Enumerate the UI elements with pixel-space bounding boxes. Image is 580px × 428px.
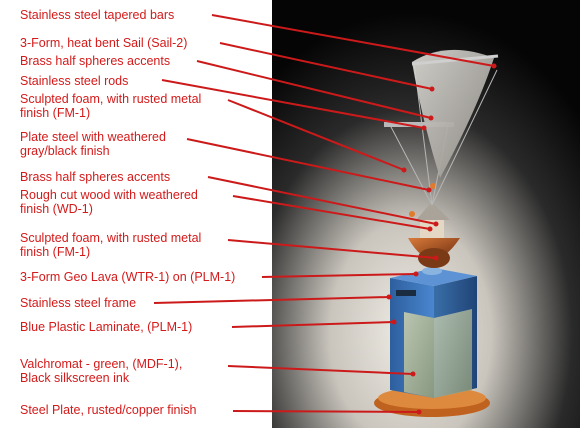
valchromat-panel-side	[434, 309, 472, 398]
label-foam-2-line-1: Sculpted foam, with rusted metal	[20, 231, 202, 245]
label-tapered-bars-line-1: Stainless steel tapered bars	[20, 8, 175, 22]
leader-line-rods	[161, 79, 425, 129]
label-valchromat: Valchromat - green, (MDF-1),Black silksc…	[20, 357, 182, 385]
brass-accent-high	[430, 183, 436, 189]
valchromat-panel-front	[404, 312, 434, 398]
label-sail: 3-Form, heat bent Sail (Sail-2)	[20, 36, 187, 50]
label-foam-1-line-2: finish (FM-1)	[20, 106, 91, 120]
label-brass-2: Brass half spheres accents	[20, 170, 170, 184]
label-geo-lava: 3-Form Geo Lava (WTR-1) on (PLM-1)	[20, 270, 235, 284]
leader-line-wood	[232, 195, 431, 230]
leader-dot-tapered-bars	[491, 63, 497, 69]
rod-3	[431, 69, 498, 206]
label-geo-lava-line-1: 3-Form Geo Lava (WTR-1) on (PLM-1)	[20, 270, 236, 284]
leader-line-tapered-bars	[211, 14, 495, 67]
leader-dot-wood	[427, 226, 433, 232]
house-roof	[416, 202, 450, 220]
label-sail-line-1: 3-Form, heat bent Sail (Sail-2)	[20, 36, 188, 50]
leader-dot-steel-plate	[416, 409, 422, 415]
label-wood-line-2: finish (WD-1)	[20, 202, 93, 216]
label-frame-line-1: Stainless steel frame	[20, 296, 137, 310]
label-steel-plate-line-1: Steel Plate, rusted/copper finish	[20, 403, 197, 417]
label-frame: Stainless steel frame	[20, 296, 136, 310]
leader-line-plate-steel	[186, 138, 430, 191]
rod-1	[389, 124, 433, 206]
leader-line-steel-plate	[232, 410, 420, 413]
leader-line-brass-2	[207, 176, 437, 225]
leader-dot-foam-2	[433, 255, 439, 261]
sail	[412, 49, 494, 179]
label-tapered-bars: Stainless steel tapered bars	[20, 8, 174, 22]
label-steel-plate: Steel Plate, rusted/copper finish	[20, 403, 197, 417]
leader-dot-foam-1	[401, 167, 407, 173]
leader-dot-valchromat	[410, 371, 416, 377]
sculpture-photo	[272, 0, 580, 428]
label-valchromat-line-1: Valchromat - green, (MDF-1),	[20, 357, 183, 371]
plate-steel-bar	[384, 122, 454, 127]
sculpture-illustration	[272, 0, 580, 428]
leader-dot-plate-steel	[426, 187, 432, 193]
label-valchromat-line-2: Black silkscreen ink	[20, 371, 130, 385]
box-top	[390, 268, 477, 286]
leader-dot-frame	[386, 294, 392, 300]
leader-dot-geo-lava	[413, 271, 419, 277]
label-brass-1-line-1: Brass half spheres accents	[20, 54, 171, 68]
leader-line-frame	[153, 296, 390, 304]
leader-line-geo-lava	[261, 273, 417, 278]
leader-dot-rods	[421, 125, 427, 131]
label-brass-2-line-1: Brass half spheres accents	[20, 170, 171, 184]
leader-line-laminate	[231, 321, 395, 328]
label-foam-2-line-2: finish (FM-1)	[20, 245, 91, 259]
leader-dot-brass-1	[428, 115, 434, 121]
leader-dot-brass-2	[433, 221, 439, 227]
label-laminate-line-1: Blue Plastic Laminate, (PLM-1)	[20, 320, 193, 334]
leader-dot-laminate	[391, 319, 397, 325]
leader-line-foam-1	[227, 99, 405, 171]
brass-accent-low	[409, 211, 415, 217]
label-foam-1-line-1: Sculpted foam, with rusted metal	[20, 92, 202, 106]
leader-line-foam-2	[227, 239, 437, 259]
label-rods-line-1: Stainless steel rods	[20, 74, 129, 88]
label-plate-steel-line-1: Plate steel with weathered	[20, 130, 166, 144]
label-plate-steel-line-2: gray/black finish	[20, 144, 110, 158]
label-laminate: Blue Plastic Laminate, (PLM-1)	[20, 320, 192, 334]
leader-line-brass-1	[196, 60, 432, 119]
geo-lava-top	[422, 267, 442, 275]
label-rods: Stainless steel rods	[20, 74, 128, 88]
leader-line-valchromat	[227, 365, 414, 375]
label-wood-line-1: Rough cut wood with weathered	[20, 188, 198, 202]
leader-dot-sail	[429, 86, 435, 92]
label-brass-1: Brass half spheres accents	[20, 54, 170, 68]
leader-line-sail	[219, 42, 433, 90]
tapered-bar	[411, 54, 499, 66]
frame-slot	[396, 290, 416, 296]
